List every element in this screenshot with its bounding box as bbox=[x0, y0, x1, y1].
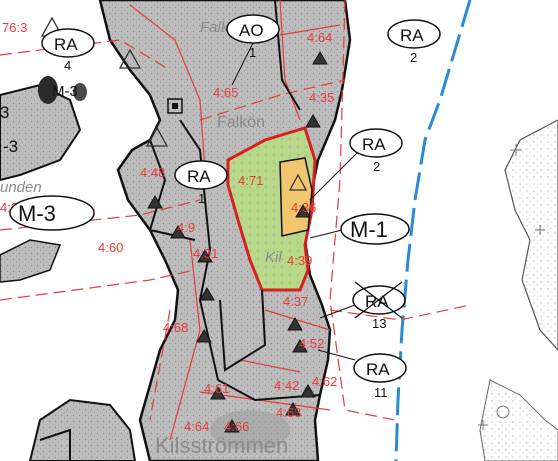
zone-number: 2 bbox=[410, 50, 417, 65]
parcel-label: 4:48 bbox=[140, 165, 165, 180]
parcel-label: 4:60 bbox=[98, 240, 123, 255]
parcel-label: 4:39 bbox=[287, 253, 312, 268]
parcel-label: 4:37 bbox=[283, 294, 308, 309]
place-falk-partial: Falk bbox=[200, 19, 230, 36]
hollow-triangles bbox=[40, 16, 308, 191]
zone-number: 13 bbox=[372, 316, 386, 331]
land-bottom-left bbox=[28, 398, 137, 461]
zone-m3-left[interactable]: M-3 bbox=[9, 195, 95, 231]
zone-label: RA bbox=[400, 26, 424, 45]
parcel-label: 4:36 bbox=[291, 200, 316, 215]
zone-label: RA bbox=[362, 135, 386, 154]
islet-2 bbox=[73, 83, 87, 101]
zone-number: 1 bbox=[249, 45, 256, 60]
parcel-lines-solid bbox=[129, 0, 341, 441]
land-far-right-2 bbox=[479, 379, 558, 461]
land-main-island bbox=[98, 0, 352, 461]
parcel-label: 4:65 bbox=[213, 85, 238, 100]
place-unden-partial: unden bbox=[0, 179, 42, 196]
zone-label: M-3 bbox=[18, 201, 56, 226]
zone-label: M-1 bbox=[350, 217, 388, 242]
zone-label: RA bbox=[366, 360, 390, 379]
label-leaders bbox=[231, 42, 363, 361]
parcel-label: 4:35 bbox=[309, 90, 334, 105]
parcel-label: 4:71 bbox=[238, 173, 263, 188]
zone-m1[interactable]: M-1 bbox=[340, 213, 410, 245]
zone-label: RA bbox=[54, 35, 78, 54]
parcel-label: 4:66 bbox=[224, 419, 249, 434]
zone-m3-small[interactable]: M-3 bbox=[52, 83, 78, 100]
zone-label: RA bbox=[187, 167, 211, 186]
cross-out-mark bbox=[354, 281, 403, 319]
parcel-label: 76:3 bbox=[2, 20, 27, 35]
zone-number: 2 bbox=[373, 159, 380, 174]
zone-ra-bottom[interactable]: RA 11 bbox=[353, 353, 407, 400]
zone-ra-mid[interactable]: RA 2 bbox=[349, 128, 403, 174]
place-falkon: Falkön bbox=[217, 114, 265, 131]
zone-ao[interactable]: AO 1 bbox=[226, 14, 280, 60]
zone-ra-top-right[interactable]: RA 2 bbox=[387, 19, 441, 65]
edge-digit-b: -3 bbox=[3, 137, 18, 156]
parcel-label: 4:42 bbox=[274, 378, 299, 393]
parcel-label: 4:61 bbox=[204, 381, 229, 396]
parcel-label: 4:52 bbox=[299, 336, 324, 351]
zone-ra-left[interactable]: RA 1 bbox=[174, 160, 228, 206]
building-symbols bbox=[147, 51, 328, 433]
parcel-label: 4:68 bbox=[163, 320, 188, 335]
parcel-label: 4:63 bbox=[276, 405, 301, 420]
zone-number: 11 bbox=[374, 385, 388, 400]
rocky-area bbox=[210, 410, 290, 450]
islet-1 bbox=[38, 76, 58, 104]
zone-number: 1 bbox=[198, 191, 205, 206]
map-markers bbox=[478, 144, 545, 430]
place-kila-partial: Kil bbox=[265, 249, 282, 266]
edge-digit: 3 bbox=[0, 103, 9, 122]
orange-plan-area[interactable] bbox=[279, 157, 313, 237]
parcel-label: 4:31 bbox=[193, 246, 218, 261]
parcel-label: 4:64 bbox=[307, 30, 332, 45]
zone-label: AO bbox=[239, 21, 264, 40]
parcel-label: 4:9 bbox=[177, 220, 195, 235]
parcel-label: 4:64 bbox=[184, 419, 209, 434]
map-feature-square bbox=[167, 98, 183, 114]
parcel-label: 4:62 bbox=[312, 374, 337, 389]
land-left-strip bbox=[0, 239, 62, 283]
place-kilsstrommen: Kilsströmmen bbox=[155, 433, 288, 458]
zone-ra-top-left[interactable]: RA 4 bbox=[41, 28, 95, 73]
zone-number: 4 bbox=[64, 58, 71, 73]
zone-ra-crossed[interactable]: RA 13 bbox=[352, 281, 406, 331]
